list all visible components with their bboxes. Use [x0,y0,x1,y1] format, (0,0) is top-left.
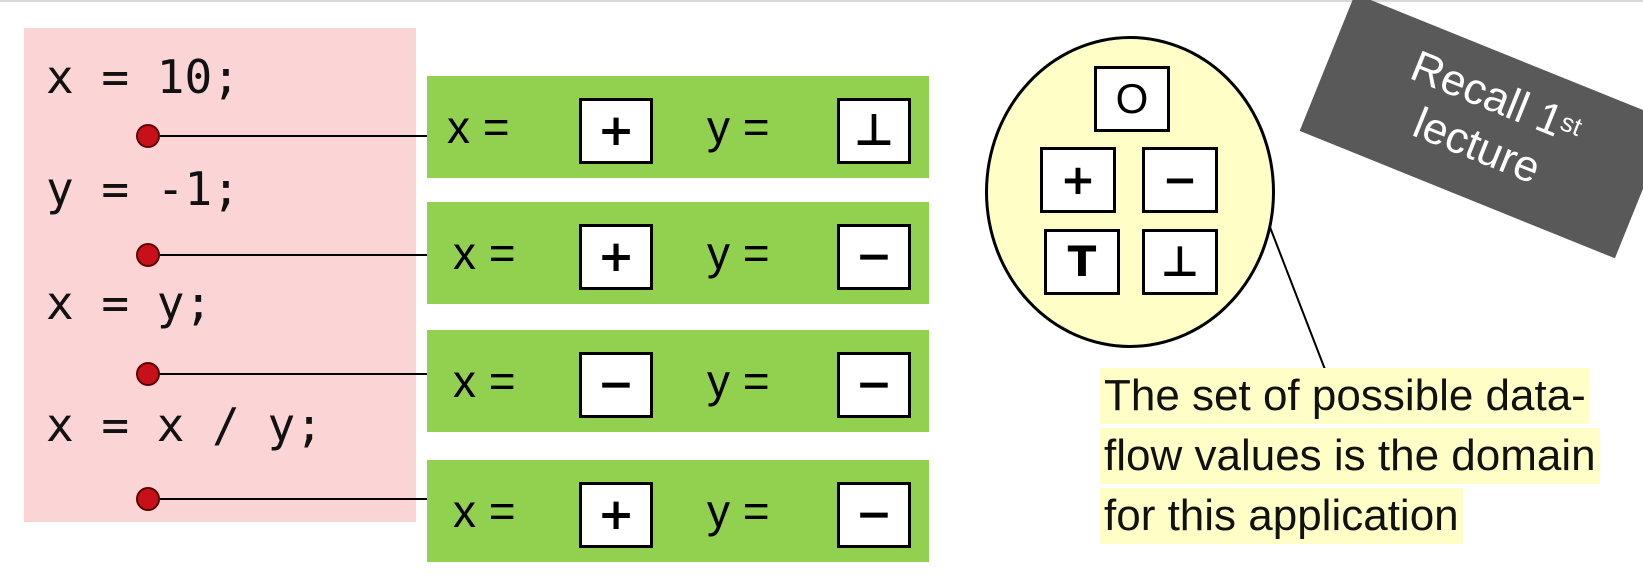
lattice-top-element-symbol: T [1044,229,1120,295]
connector-4 [160,498,430,500]
state-box-1: x = + y = ⊥ [427,76,929,178]
connector-1 [160,135,430,137]
x-value: − [579,352,653,418]
x-value: + [579,224,653,290]
caption-line-2: flow values is the domain [1100,428,1600,484]
y-value: − [837,224,911,290]
x-label: x = [453,227,516,279]
lattice-diagram: O + − T ⊥ [985,36,1275,348]
code-line-3: x = y; [46,276,213,330]
state-box-4: x = + y = − [427,460,929,562]
lattice-bottom-symbol: ⊥ [1142,229,1218,295]
caption-line-1: The set of possible data- [1100,368,1590,424]
code-line-1: x = 10; [46,50,240,104]
y-value: − [837,352,911,418]
connector-2 [160,254,430,256]
x-label: x = [453,355,516,407]
x-value: + [579,482,653,548]
code-line-2: y = -1; [46,162,240,216]
y-label: y = [707,485,770,537]
y-value: − [837,482,911,548]
code-line-4: x = x / y; [46,398,323,452]
connector-3 [160,373,430,375]
program-point-1 [136,124,160,148]
x-label: x = [447,101,510,153]
program-point-3 [136,362,160,386]
y-label: y = [707,355,770,407]
program-point-2 [136,243,160,267]
x-value: + [579,98,653,164]
state-box-2: x = + y = − [427,202,929,304]
x-label: x = [453,485,516,537]
state-box-3: x = − y = − [427,330,929,432]
y-value: ⊥ [837,98,911,164]
lattice-top-symbol: O [1094,66,1170,132]
lattice-plus-symbol: + [1040,147,1116,213]
y-label: y = [707,227,770,279]
lattice-minus-symbol: − [1142,147,1218,213]
code-panel [24,28,416,522]
caption-line-3: for this application [1100,488,1463,544]
y-label: y = [707,101,770,153]
program-point-4 [136,487,160,511]
caption: The set of possible data- flow values is… [1100,368,1640,548]
top-divider [0,0,1643,2]
